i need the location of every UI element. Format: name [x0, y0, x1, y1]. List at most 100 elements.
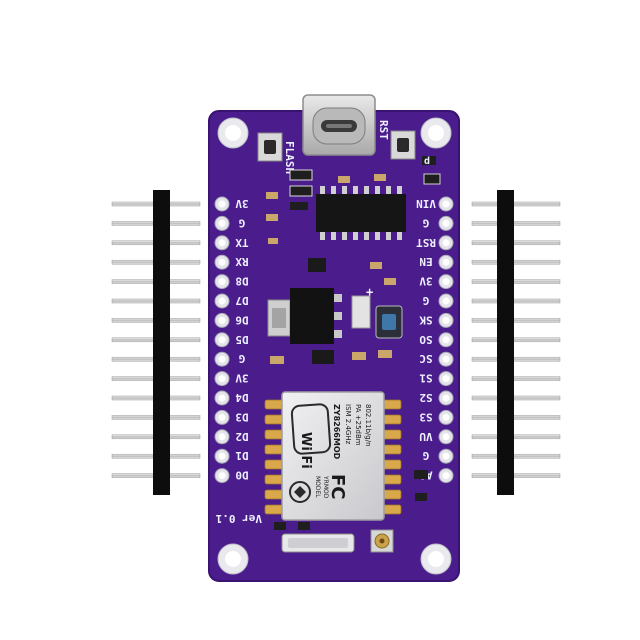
module-pad [382, 414, 402, 425]
chip-pin [397, 231, 402, 240]
pin-label-left: D5 [235, 333, 248, 346]
module-pad [264, 459, 284, 470]
pin-label-right: EN [419, 255, 432, 268]
header-pin [471, 453, 561, 459]
right-pin-holes [438, 196, 454, 484]
module-model-label: MODEL [314, 476, 321, 498]
wifi-logo-text: Wi Fi [298, 432, 313, 469]
pin-label-right: VU [419, 430, 433, 443]
mounting-holes [217, 117, 452, 575]
header-pin [471, 259, 561, 265]
smd-component [422, 156, 436, 165]
pin-label-right: SO [419, 333, 433, 346]
chip-pin [331, 231, 336, 240]
wifi-logo: Wi Fi [290, 403, 332, 469]
module-pad [382, 399, 402, 410]
chip-pin [386, 186, 391, 195]
pin-label-right: G [422, 294, 429, 307]
header-pin [471, 318, 561, 323]
left-pin-holes [214, 196, 230, 484]
pin-label-left: 3V [235, 372, 249, 385]
capacitor: + [366, 285, 403, 339]
module-ism: ISM 2.4GHz [344, 404, 352, 445]
module-pa: PA +25dBm [354, 404, 362, 446]
right-pin-header [471, 190, 561, 495]
left-pin-header [111, 190, 201, 495]
chip-pin [342, 231, 347, 240]
pin-label-right: RST [416, 236, 436, 249]
pin-label-right: S1 [419, 372, 433, 385]
header-pin [471, 279, 561, 284]
smd-component [423, 173, 441, 185]
chip-pin [353, 231, 358, 240]
header-pin [471, 201, 561, 207]
module-model: ZY8266MOD [332, 404, 341, 460]
chip-pin [320, 231, 325, 240]
pin-label-left: D8 [235, 275, 248, 288]
header-pin [471, 434, 561, 440]
smd-components [266, 169, 428, 530]
module-model-id: YRMOD [322, 475, 329, 499]
left-header-plastic [153, 190, 170, 495]
pin-label-left: D6 [235, 313, 249, 326]
chip-pin [375, 231, 380, 240]
pin-label-left: G [238, 352, 245, 365]
rst-button[interactable] [390, 130, 416, 160]
header-pin [471, 337, 561, 343]
pin-label-right: 3V [419, 275, 433, 288]
module-pad [264, 489, 284, 500]
header-pin [471, 395, 561, 401]
chip-pin [364, 231, 369, 240]
usb-c-connector[interactable] [302, 94, 376, 156]
chip-pin [342, 186, 347, 195]
version-label: Ver 0.1 [215, 512, 262, 525]
chip-pin [375, 186, 380, 195]
pin-label-right: G [422, 449, 429, 462]
flash-label: FLASH [283, 141, 296, 174]
module-pad [264, 444, 284, 455]
chip-pin [397, 186, 402, 195]
header-pin [471, 376, 561, 381]
wifi-module: Wi Fi ZY8266MOD ISM 2.4GHz PA +25dBm 802… [264, 391, 402, 521]
right-pin-labels: VINGRSTEN3VGSKSOSCS1S2S3VUGA0 [416, 197, 436, 482]
chip-pin [320, 186, 325, 195]
crystal [281, 533, 355, 553]
header-pin [471, 473, 561, 478]
module-pad [382, 474, 402, 485]
pin-label-left: D7 [235, 294, 248, 307]
module-pad [264, 504, 284, 515]
module-pad [382, 504, 402, 515]
pin-label-left: TX [235, 236, 249, 249]
pin-label-left: D0 [235, 469, 248, 482]
pin-label-left: RX [235, 255, 249, 268]
header-pin [471, 415, 561, 420]
module-pad [382, 429, 402, 440]
module-pad [264, 414, 284, 425]
right-header-plastic [497, 190, 514, 495]
chip-pin [364, 186, 369, 195]
header-pin [471, 240, 561, 246]
module-pad [264, 429, 284, 440]
pin-label-right: VIN [416, 197, 436, 210]
module-std: 802.11b/g/n [364, 404, 372, 447]
header-pin [471, 298, 561, 304]
module-pad [264, 399, 284, 410]
pin-label-left: G [238, 216, 245, 229]
flash-button[interactable] [257, 132, 283, 162]
fcc-logo: FC [327, 474, 348, 500]
pin-label-left: D1 [235, 449, 249, 462]
usb-serial-chip [316, 186, 406, 240]
header-pin [471, 356, 561, 362]
module-pad [264, 474, 284, 485]
module-pad [382, 489, 402, 500]
module-logo-mark [289, 481, 311, 503]
dot-mark-label: d [424, 156, 430, 167]
pin-label-right: S2 [419, 391, 432, 404]
pin-label-right: SK [419, 313, 433, 326]
right-header-pins [471, 201, 561, 478]
svg-text:+: + [366, 285, 373, 299]
antenna-connector[interactable] [370, 529, 394, 553]
